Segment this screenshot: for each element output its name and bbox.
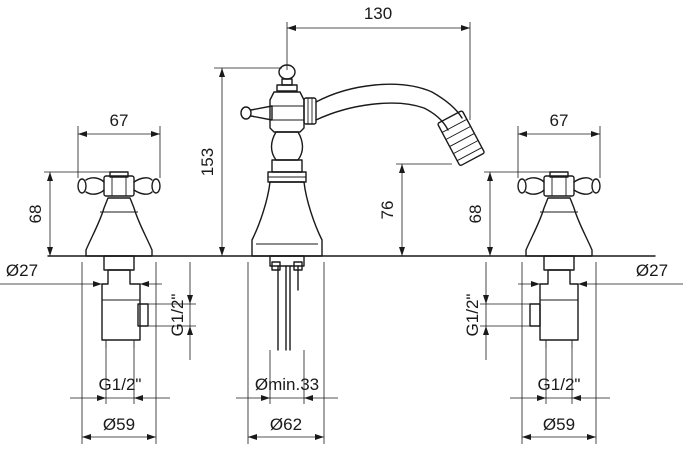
central-spout <box>240 64 485 351</box>
dim-label-thread-bottom-right: G1/2" <box>538 375 581 394</box>
left-valve <box>77 171 161 348</box>
dim-label-base-diameter-center: Ø62 <box>270 415 302 434</box>
dim-label-thread-bottom-left: G1/2" <box>99 375 142 394</box>
right-valve <box>517 171 601 348</box>
dim-label-handle-width-left: 67 <box>110 111 129 130</box>
dim-label-handle-width-right: 67 <box>550 111 569 130</box>
dim-label-handle-height-right: 68 <box>466 205 485 224</box>
dim-label-outlet-height: 76 <box>378 201 397 220</box>
dim-label-base-diameter-left: Ø59 <box>103 415 135 434</box>
dim-label-handle-height-left: 68 <box>26 205 45 224</box>
dim-label-base-diameter-right: Ø59 <box>543 415 575 434</box>
dim-label-diameter-left: Ø27 <box>6 261 38 280</box>
dimension-lines <box>0 22 683 444</box>
dim-label-thread-vertical-right: G1/2" <box>463 294 482 337</box>
dim-label-spout-reach: 130 <box>364 4 392 23</box>
dim-label-diameter-right: Ø27 <box>636 261 668 280</box>
dim-label-thread-vertical-left: G1/2" <box>168 294 187 337</box>
dim-label-min-hole: Ømin.33 <box>255 375 319 394</box>
dim-label-spout-height: 153 <box>198 148 217 176</box>
